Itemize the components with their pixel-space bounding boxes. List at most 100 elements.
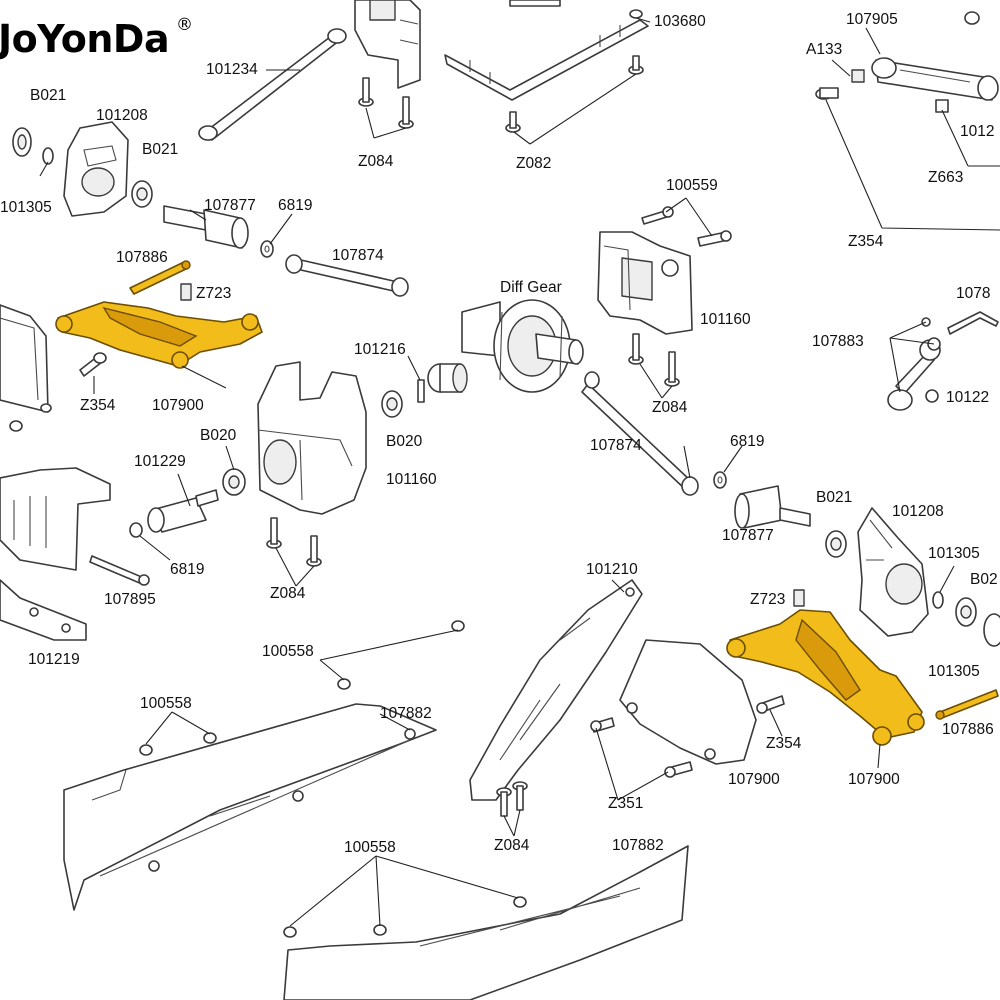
label-z354-a: Z354 (80, 397, 116, 414)
label-100558-c: 100558 (344, 839, 396, 856)
label-100559: 100559 (666, 177, 718, 194)
part-6819-washer-a (260, 240, 274, 258)
label-6819-a: 6819 (278, 197, 312, 214)
label-z082: Z082 (516, 155, 551, 172)
label-101208-a: 101208 (96, 107, 148, 124)
label-103680: 103680 (654, 13, 706, 30)
label-107900-b: 107900 (728, 771, 780, 788)
part-diff-gear (461, 299, 584, 393)
part-101216-pinion (417, 363, 468, 403)
label-101210: 101210 (586, 561, 638, 578)
label-z351: Z351 (608, 795, 643, 812)
part-101210-bracket (469, 579, 643, 801)
label-107883: 107883 (812, 333, 864, 350)
label-z084-d: Z084 (494, 837, 530, 854)
registered-mark: ® (176, 15, 193, 35)
part-b020-bearing-b (222, 468, 246, 496)
part-107882-side-panel-a (63, 703, 437, 911)
part-b020-bearing-a (381, 390, 403, 418)
part-100559-screws (641, 206, 732, 247)
part-b021-bearing-c (825, 530, 847, 558)
part-b021-bearing-b (131, 180, 153, 208)
label-diff-gear: Diff Gear (500, 279, 562, 296)
part-bearings-right (932, 591, 1000, 647)
label-z084-b: Z084 (652, 399, 688, 416)
part-z354-screw-a (79, 352, 107, 377)
part-left-mount (0, 467, 111, 571)
label-1078-right: 1078 (956, 285, 990, 302)
part-101160-gearbox-b (257, 361, 367, 515)
label-101305-c: 101305 (928, 663, 980, 680)
label-z084-a: Z084 (358, 153, 394, 170)
callout-labels: 101234 Z084 103680 Z082 107905 A133 1012… (0, 11, 998, 856)
part-107886-hinge-pin-a (129, 260, 191, 295)
label-107905: 107905 (846, 11, 898, 28)
part-100558-screws-a (139, 620, 465, 756)
label-a133: A133 (806, 41, 842, 58)
label-b02-right: B02 (970, 571, 998, 588)
brand-logo: JoYonDa ® (0, 15, 193, 61)
label-6819-b: 6819 (730, 433, 764, 450)
label-107900-c: 107900 (848, 771, 900, 788)
part-107900-arm-b (726, 609, 925, 746)
part-z084-screws-bottom (496, 781, 528, 817)
label-101216: 101216 (354, 341, 406, 358)
part-6819-washer-c (713, 471, 727, 489)
label-101229: 101229 (134, 453, 186, 470)
part-z354-screw-b (756, 695, 785, 714)
part-upright-top (354, 0, 421, 89)
part-101229-cup (147, 489, 219, 533)
part-107882-side-panel-b (283, 845, 689, 1000)
label-107882-b: 107882 (612, 837, 664, 854)
label-b021-a: B021 (30, 87, 66, 104)
part-6819-washer-b (129, 522, 143, 538)
part-107886-hinge-pin-b (935, 689, 999, 720)
part-z084-screws-mid (628, 333, 680, 387)
part-b021-bearing-a (12, 127, 54, 165)
part-107895-pin (89, 555, 150, 586)
part-107883-links (887, 311, 999, 411)
label-107886-a: 107886 (116, 249, 168, 266)
part-107900-plate (619, 639, 757, 765)
part-body-panel-left (0, 304, 52, 432)
part-z084-screws-left (266, 517, 322, 567)
part-101234-dogbone (198, 28, 347, 141)
part-z084-screws-top (358, 77, 414, 129)
part-101208-hub-carrier-a (63, 121, 129, 217)
label-101234: 101234 (206, 61, 258, 78)
label-6819-c: 6819 (170, 561, 204, 578)
label-107900-a: 107900 (152, 397, 204, 414)
label-z723-a: Z723 (196, 285, 231, 302)
part-z723-pin-b (793, 589, 805, 607)
label-1012-top: 1012 (960, 123, 994, 140)
part-107900-arm-a (55, 301, 263, 369)
label-100558-a: 100558 (262, 643, 314, 660)
part-100558-screws-b (283, 896, 527, 938)
label-107895: 107895 (104, 591, 156, 608)
label-b020-a: B020 (200, 427, 237, 444)
label-100558-b: 100558 (140, 695, 192, 712)
part-101219-bar (0, 579, 87, 641)
brand-name: JoYonDa (0, 17, 169, 61)
part-z723-pin-a (180, 283, 192, 301)
part-z082-screws (505, 55, 644, 133)
leader-lines (39, 17, 1000, 927)
part-z351-screws (590, 717, 693, 778)
label-z084-c: Z084 (270, 585, 306, 602)
part-107874-dogbone-b (581, 371, 699, 496)
label-101219: 101219 (28, 651, 80, 668)
part-101208-hub-carrier-b (857, 507, 929, 637)
label-z354-b: Z354 (766, 735, 802, 752)
label-107874-a: 107874 (332, 247, 384, 264)
label-b021-c: B021 (816, 489, 852, 506)
label-z663: Z663 (928, 169, 963, 186)
part-107874-dogbone-a (285, 254, 409, 297)
label-b021-b: B021 (142, 141, 178, 158)
part-107877-driveshaft-cup-b (734, 485, 811, 529)
label-z723-b: Z723 (750, 591, 785, 608)
label-z354-top: Z354 (848, 233, 884, 250)
part-107877-driveshaft-cup-a (163, 205, 249, 249)
label-b020-b: B020 (386, 433, 423, 450)
